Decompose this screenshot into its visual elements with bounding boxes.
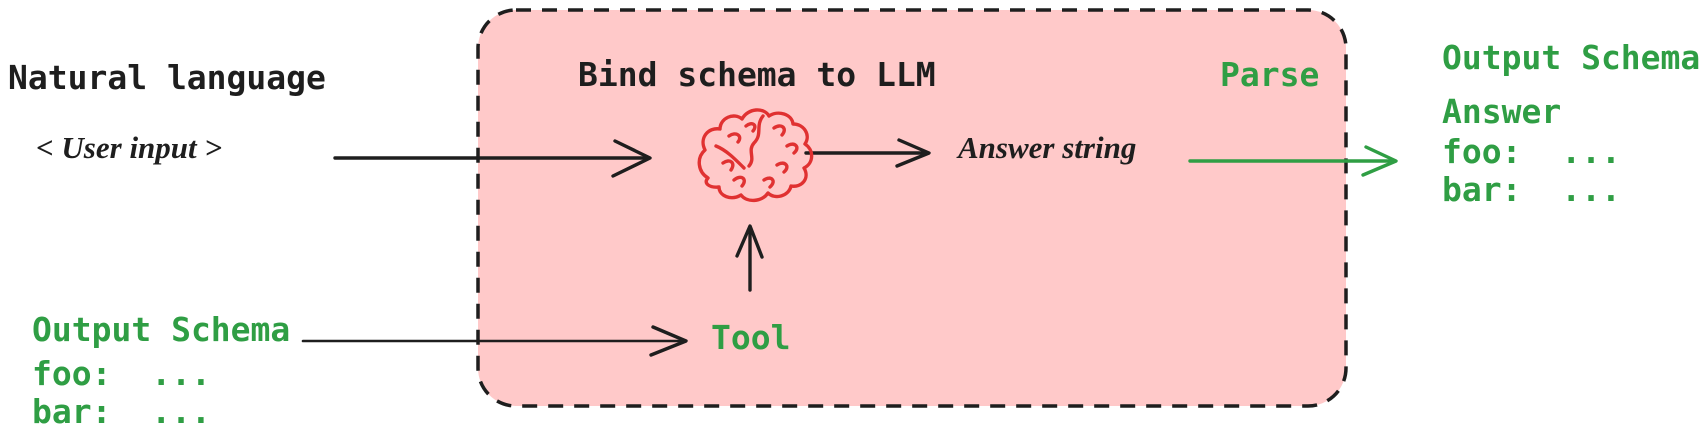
output-schema-title: Output Schema [1442,38,1701,77]
schema-to-tool-arrow [301,325,688,357]
box-title: Bind schema to LLM [578,55,936,94]
input-schema-title: Output Schema [32,310,291,349]
parse-arrow [1188,145,1398,177]
llm-to-answer-arrow [804,138,931,168]
input-schema-bar: bar: ... [32,392,211,431]
output-schema-answer: Answer [1442,92,1562,131]
output-schema-foo: foo: ... [1442,132,1621,171]
tool-label: Tool [711,318,791,357]
answer-string-label: Answer string [958,130,1137,165]
tool-to-llm-arrow [735,224,764,292]
user-input-arrow [333,139,652,178]
brain-icon [697,108,814,203]
user-input-text: < User input > [36,130,223,165]
natural-language-label: Natural language [8,58,326,97]
parse-label: Parse [1220,55,1320,94]
bind-schema-box [476,8,1348,408]
input-schema-foo: foo: ... [32,354,211,393]
output-schema-bar: bar: ... [1442,170,1621,209]
